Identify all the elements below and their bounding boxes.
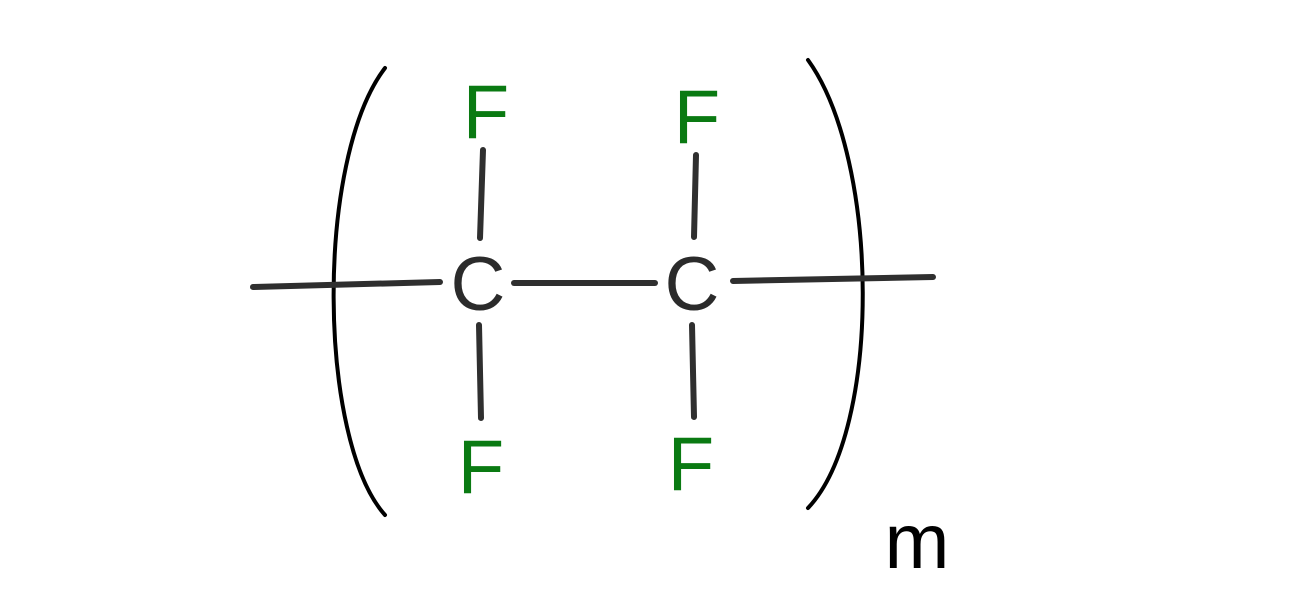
fluorine-atom-top-right: F [674,75,720,160]
repeat-unit-subscript: m [885,497,950,585]
bond-right-chain [730,274,936,284]
bond-c2-f-top [691,152,699,240]
bond-c1-f-bottom [476,322,484,421]
right-bracket [806,58,865,510]
carbon-atom-1: C [451,242,506,327]
fluorine-atom-bottom-left: F [458,425,504,510]
bond-left-chain [250,279,443,290]
carbon-atom-2: C [665,242,720,327]
fluorine-atom-bottom-right: F [668,422,714,507]
left-bracket [331,66,387,517]
bond-c2-f-bottom [689,322,697,420]
bond-c1-f-top [477,147,486,241]
fluorine-atom-top-left: F [463,70,509,155]
